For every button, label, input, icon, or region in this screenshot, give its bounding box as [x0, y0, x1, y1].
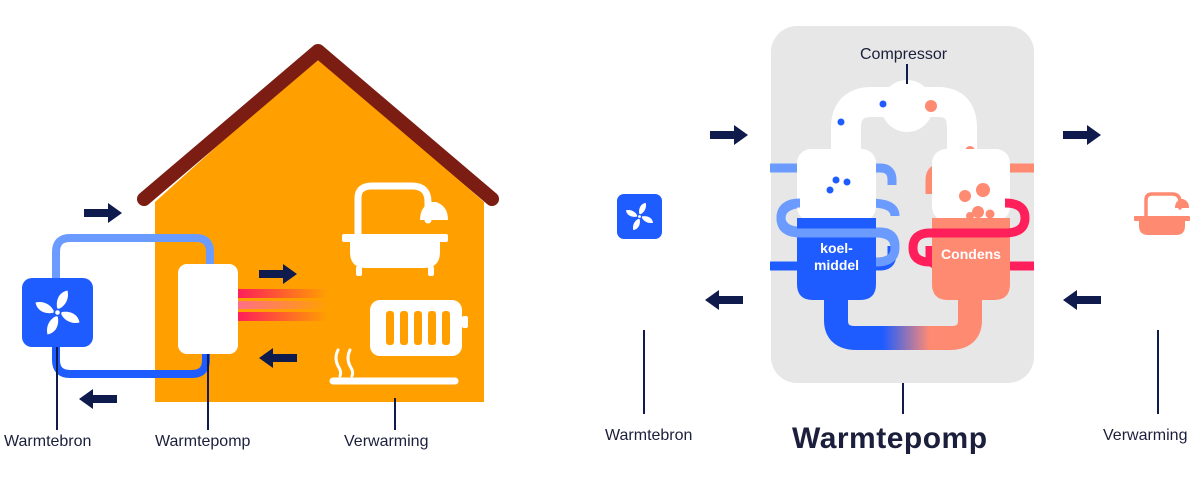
leader-lines-right — [643, 64, 1159, 414]
label-refrigerant: koel- middel — [797, 240, 876, 274]
fan-icon — [617, 194, 662, 239]
bathtub-icon — [342, 182, 448, 276]
bathtub-icon — [1134, 192, 1190, 235]
arrow-icon — [79, 203, 297, 409]
label-compressor: Compressor — [860, 46, 948, 63]
radiator-icon — [370, 300, 468, 356]
floor-heating-icon — [329, 348, 459, 385]
condenser-coil — [908, 198, 1030, 267]
condenser-vessel — [932, 149, 1010, 300]
label-warmtebron-left: Warmtebron — [4, 433, 92, 450]
compressor-loop — [831, 80, 977, 162]
label-condenser: Condens — [941, 246, 1001, 262]
arrow-icon — [705, 125, 1101, 310]
warm-supply-pipe — [52, 234, 214, 292]
label-warmtebron-right: Warmtebron — [605, 427, 693, 444]
label-refrigerant-line2: middel — [813, 257, 860, 273]
diagram-title: Warmtepomp — [792, 422, 988, 455]
expansion-pipe — [824, 298, 982, 350]
heat-output-stripes — [238, 289, 328, 321]
evaporator-coil-front — [776, 198, 900, 267]
evaporator-vessel — [797, 149, 876, 300]
house-roof — [137, 44, 499, 206]
label-refrigerant-line1: koel- — [820, 240, 853, 256]
compressor-unit — [881, 80, 933, 132]
label-verwarming-right: Verwarming — [1103, 427, 1188, 444]
fan-icon — [22, 278, 93, 347]
leader-lines-left — [56, 347, 396, 430]
heat-pump-unit — [178, 264, 238, 354]
label-verwarming-left: Verwarming — [344, 433, 429, 450]
label-warmtepomp-left: Warmtepomp — [155, 433, 251, 450]
